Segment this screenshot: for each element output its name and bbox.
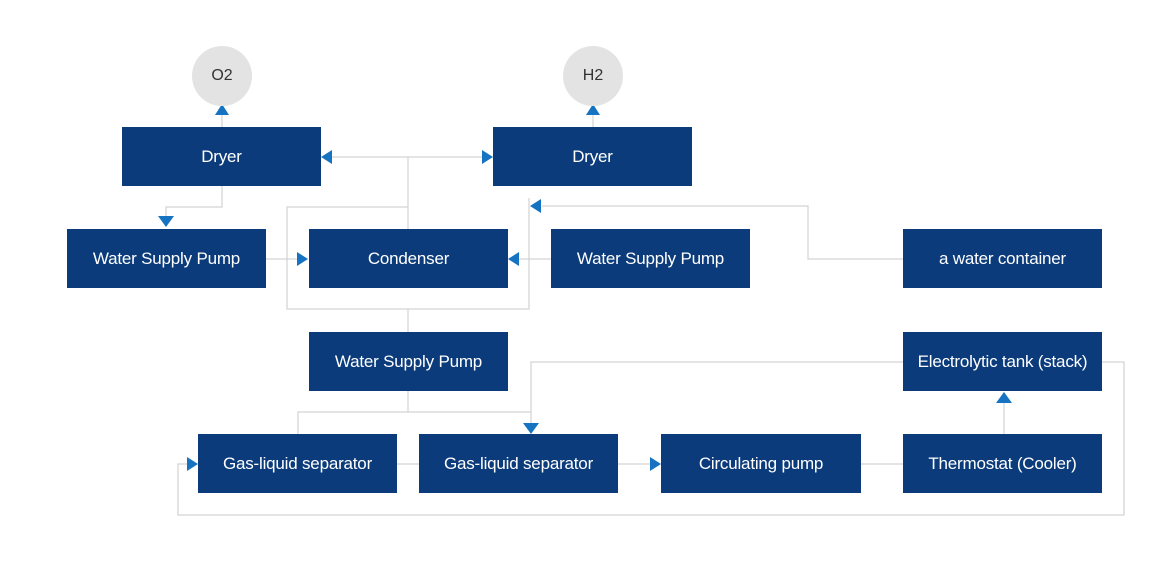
connector-outer-loop [177,361,1125,516]
dryer-left-label: Dryer [201,146,242,166]
arrow-left-water [530,199,541,213]
connector-water-container [542,205,903,260]
gas-liquid-separator-left-box: Gas-liquid separator [198,434,397,493]
water-supply-pump-center-box: Water Supply Pump [309,332,508,391]
connector-tank-separator-right [530,361,903,412]
water-supply-pump-right-label: Water Supply Pump [576,248,725,268]
condenser-label: Condenser [367,248,450,268]
dryer-right-label: Dryer [572,146,613,166]
arrow-up-h2 [586,104,600,115]
arrow-right-dryer-right [482,150,493,164]
thermostat-label: Thermostat (Cooler) [928,453,1077,473]
arrow-up-o2 [215,104,229,115]
o2-label: O2 [211,67,233,84]
connector-dryer-left-pump-left [165,186,223,216]
connector-pump-center-separators [297,411,532,434]
gas-liquid-separator-left-label: Gas-liquid separator [222,453,373,473]
arrow-down-pump-left [158,216,174,227]
h2-label: H2 [582,67,604,84]
circulating-pump-label: Circulating pump [698,453,824,473]
arrow-down-separator-right [523,423,539,434]
water-container-label: a water container [938,248,1066,268]
water-supply-pump-left-label: Water Supply Pump [92,248,241,268]
circulating-pump-box: Circulating pump [661,434,861,493]
water-supply-pump-left-box: Water Supply Pump [67,229,266,288]
arrow-up-tank [996,392,1012,403]
electrolytic-tank-box: Electrolytic tank (stack) [903,332,1102,391]
arrow-right-separator-left [187,457,198,471]
thermostat-box: Thermostat (Cooler) [903,434,1102,493]
water-container-box: a water container [903,229,1102,288]
arrow-left-condenser [508,252,519,266]
condenser-box: Condenser [309,229,508,288]
dryer-right-box: Dryer [493,127,692,186]
gas-liquid-separator-right-box: Gas-liquid separator [419,434,618,493]
connector-condenser-bracket [286,198,530,310]
h2-node: H2 [563,46,623,106]
electrolytic-tank-label: Electrolytic tank (stack) [917,351,1088,371]
arrow-left-dryer-left [321,150,332,164]
water-supply-pump-right-box: Water Supply Pump [551,229,750,288]
gas-liquid-separator-right-label: Gas-liquid separator [443,453,594,473]
o2-node: O2 [192,46,252,106]
arrow-right-circulating [650,457,661,471]
dryer-left-box: Dryer [122,127,321,186]
arrow-right-condenser [297,252,308,266]
water-supply-pump-center-label: Water Supply Pump [334,351,483,371]
